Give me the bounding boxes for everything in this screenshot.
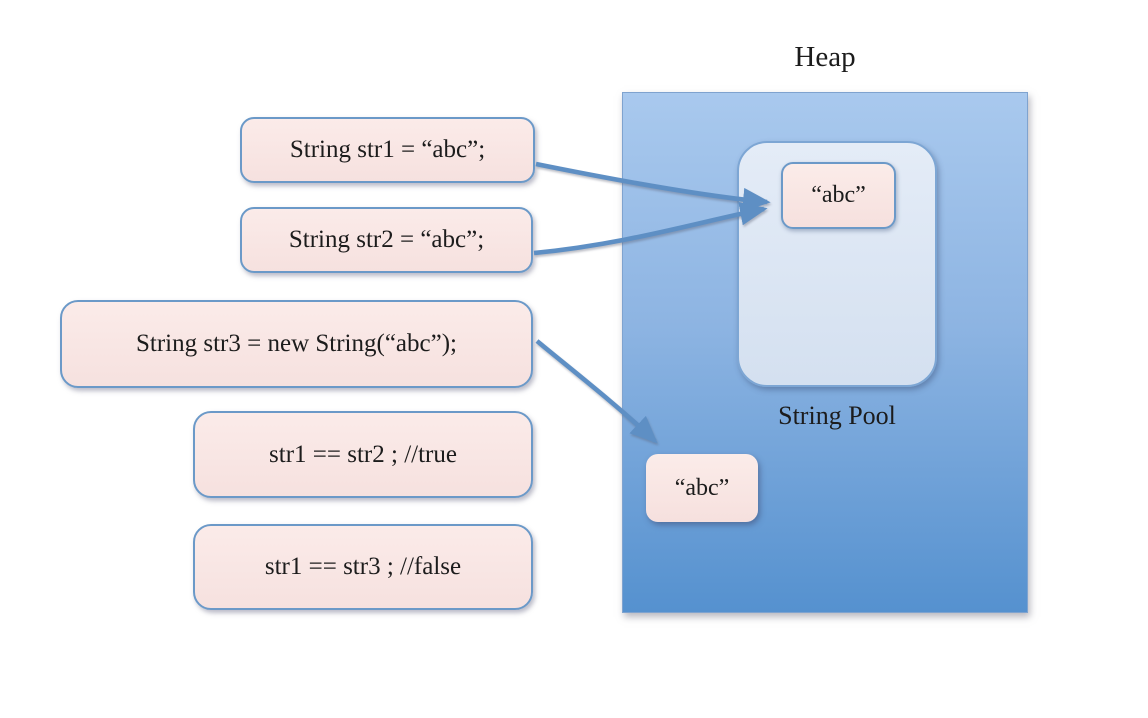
string-pool-label: String Pool <box>778 401 896 430</box>
code-box-str3: String str3 = new String(“abc”); <box>60 300 533 388</box>
string-pool-region: “abc” <box>737 141 937 387</box>
heap-region: “abc” String Pool “abc” <box>622 92 1028 613</box>
code-box-str2: String str2 = “abc”; <box>240 207 533 273</box>
code-box-str1: String str1 = “abc”; <box>240 117 535 183</box>
string-pool-value-box: “abc” <box>781 162 896 229</box>
heap-label: Heap <box>794 41 856 73</box>
code-box-comparison-true: str1 == str2 ; //true <box>193 411 533 498</box>
heap-string-value-box: “abc” <box>646 454 758 522</box>
code-box-comparison-false: str1 == str3 ; //false <box>193 524 533 610</box>
